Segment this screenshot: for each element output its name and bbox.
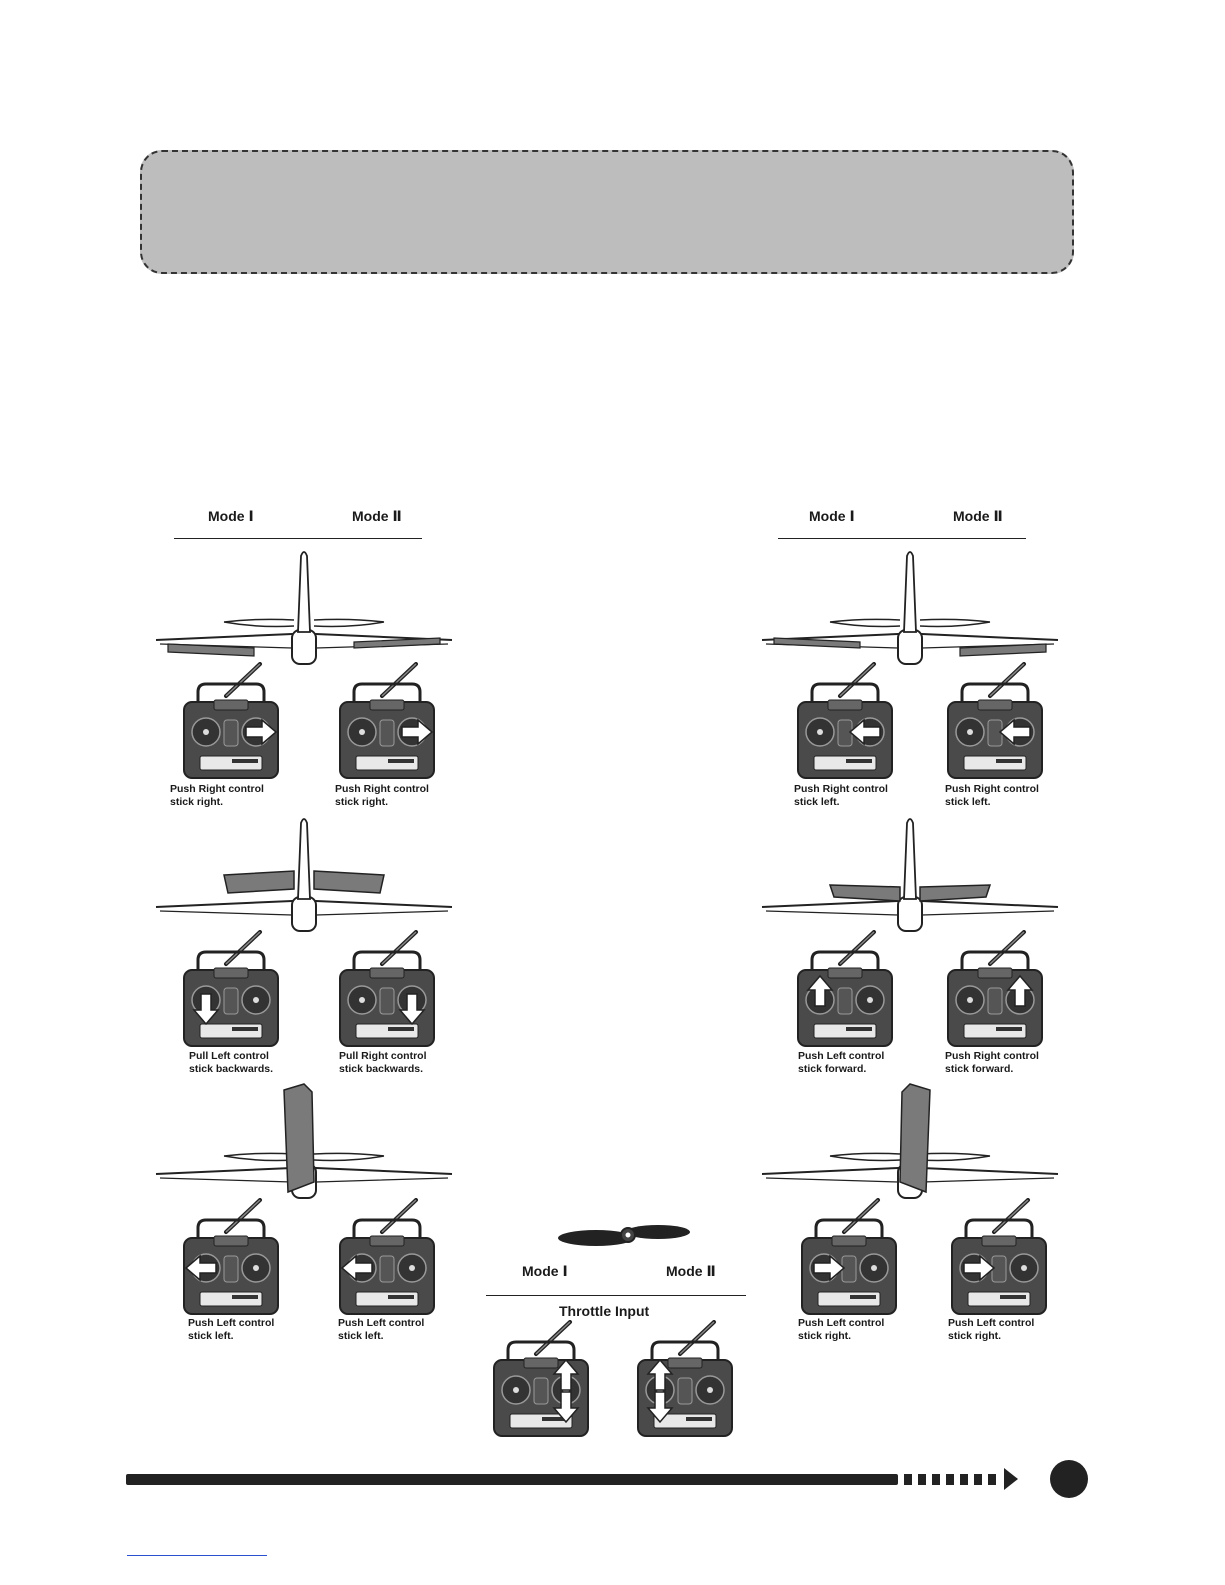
propeller-icon <box>558 1225 690 1246</box>
plane-aileron-right <box>155 551 453 665</box>
footer-arrow-icon <box>1004 1468 1018 1490</box>
mode-2-label: Mode Ⅱ <box>953 508 1003 524</box>
arrow-icon <box>245 718 278 746</box>
transmitter-aileron-right-mode1 <box>183 662 279 779</box>
arrow-icon <box>998 718 1031 746</box>
throttle-mode-1-label: Mode Ⅰ <box>522 1263 568 1279</box>
footer-progress-bar <box>126 1474 898 1485</box>
transmitter-elevator-down-mode1 <box>797 930 893 1047</box>
caption-rudder-right-mode2: Push Left control stick right. <box>948 1317 1035 1342</box>
plane-rudder-right <box>761 1083 1059 1199</box>
caption-rudder-right-mode1: Push Left control stick right. <box>798 1317 885 1342</box>
caption-rudder-left-mode1: Push Left control stick left. <box>188 1317 275 1342</box>
arrow-icon <box>646 1358 674 1424</box>
transmitter-rudder-right-mode2 <box>951 1198 1047 1315</box>
page-number-dot <box>1050 1460 1088 1498</box>
arrow-icon <box>340 1254 373 1282</box>
arrow-icon <box>552 1358 580 1424</box>
caption-aileron-right-mode2: Push Right control stick right. <box>335 783 429 808</box>
caption-aileron-left-mode2: Push Right control stick left. <box>945 783 1039 808</box>
throttle-rule <box>486 1295 746 1296</box>
plane-elevator-down <box>761 818 1059 932</box>
throttle-section: Mode Ⅰ Mode Ⅱ Throttle Input <box>486 1218 746 1328</box>
transmitter-elevator-down-mode2 <box>947 930 1043 1047</box>
header-rule <box>778 538 1026 539</box>
arrow-icon <box>963 1254 996 1282</box>
arrow-icon <box>1006 974 1034 1007</box>
mode-1-label: Mode Ⅰ <box>208 508 254 524</box>
arrow-icon <box>398 993 426 1026</box>
transmitter-throttle-mode2 <box>637 1320 733 1437</box>
arrow-icon <box>192 993 220 1026</box>
plane-rudder-left <box>155 1083 453 1199</box>
caption-elevator-down-mode2: Push Right control stick forward. <box>945 1050 1039 1075</box>
throttle-title: Throttle Input <box>559 1303 650 1319</box>
plane-elevator-up <box>155 818 453 932</box>
transmitter-aileron-left-mode2 <box>947 662 1043 779</box>
transmitter-rudder-left-mode2 <box>339 1198 435 1315</box>
mode-1-label: Mode Ⅰ <box>809 508 855 524</box>
transmitter-rudder-left-mode1 <box>183 1198 279 1315</box>
plane-aileron-left <box>761 551 1059 665</box>
transmitter-aileron-right-mode2 <box>339 662 435 779</box>
mode-2-label: Mode Ⅱ <box>352 508 402 524</box>
transmitter-elevator-up-mode2 <box>339 930 435 1047</box>
caption-aileron-left-mode1: Push Right control stick left. <box>794 783 888 808</box>
footer-link-underline[interactable] <box>127 1555 267 1556</box>
caption-elevator-up-mode1: Pull Left control stick backwards. <box>189 1050 274 1075</box>
mode-header-right: Mode Ⅰ Mode Ⅱ <box>778 508 1026 548</box>
arrow-icon <box>806 974 834 1007</box>
throttle-mode-2-label: Mode Ⅱ <box>666 1263 716 1279</box>
arrow-icon <box>813 1254 846 1282</box>
transmitter-elevator-up-mode1 <box>183 930 279 1047</box>
arrow-icon <box>401 718 434 746</box>
header-rule <box>174 538 422 539</box>
caption-elevator-up-mode2: Pull Right control stick backwards. <box>339 1050 427 1075</box>
arrow-icon <box>848 718 881 746</box>
transmitter-rudder-right-mode1 <box>801 1198 897 1315</box>
transmitter-aileron-left-mode1 <box>797 662 893 779</box>
mode-header-left: Mode Ⅰ Mode Ⅱ <box>174 508 422 548</box>
transmitter-throttle-mode1 <box>493 1320 589 1437</box>
caption-rudder-left-mode2: Push Left control stick left. <box>338 1317 425 1342</box>
caption-elevator-down-mode1: Push Left control stick forward. <box>798 1050 885 1075</box>
arrow-icon <box>184 1254 217 1282</box>
header-banner <box>140 150 1074 274</box>
footer-dots <box>904 1474 996 1485</box>
caption-aileron-right-mode1: Push Right control stick right. <box>170 783 264 808</box>
